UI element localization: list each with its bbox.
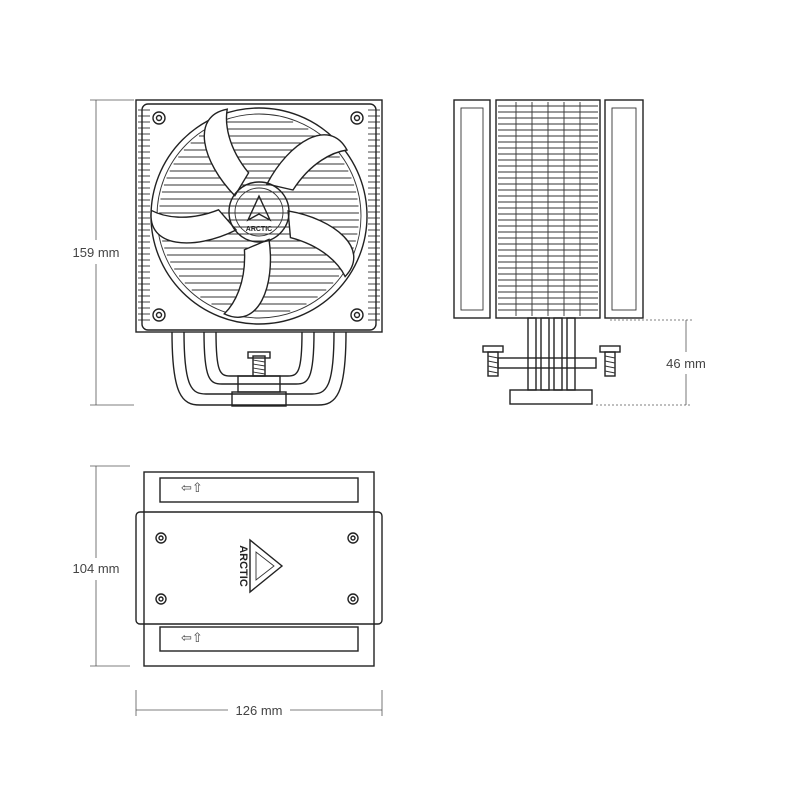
fan-blade <box>150 208 238 244</box>
top-cover-screws <box>155 532 359 605</box>
top-arctic-logo-icon: ARCTIC <box>237 538 284 594</box>
fan-hub-inner <box>234 187 284 237</box>
fan-corner-holes <box>152 111 364 322</box>
base-height-label: 46 mm <box>666 356 706 371</box>
side-base-plate <box>497 357 597 369</box>
side-mount-screw-left <box>482 345 504 377</box>
fan-blade <box>287 210 355 278</box>
fan-blade <box>265 134 349 191</box>
arctic-logo-icon: ARCTIC <box>246 194 272 233</box>
fan-blade <box>203 108 250 197</box>
side-mount-screw-right <box>599 345 621 377</box>
side-heat-pipes <box>527 317 576 391</box>
depth-label: 104 mm <box>73 561 120 576</box>
front-view: ARCTIC <box>135 99 383 407</box>
width-label: 126 mm <box>236 703 283 718</box>
fan-hub <box>228 181 290 243</box>
top-view: ⇦⇧ ⇦⇧ ARCTIC <box>135 471 383 667</box>
top-fan-clip-upper <box>159 477 359 503</box>
side-view <box>453 99 644 405</box>
side-contact-base <box>509 389 593 405</box>
top-cover-plate <box>135 511 383 625</box>
side-fan-left-inner <box>460 107 484 311</box>
height-label: 159 mm <box>73 245 120 260</box>
side-fan-right <box>604 99 644 319</box>
front-heatsink-frame <box>135 99 383 333</box>
hub-logo-text: ARCTIC <box>246 226 272 233</box>
top-outline <box>143 471 375 667</box>
side-fins <box>498 102 598 316</box>
side-fan-right-inner <box>611 107 637 311</box>
front-heatsink-fins <box>138 109 380 321</box>
dimension-height: 159 mm <box>73 99 134 406</box>
front-heat-pipes <box>171 331 347 406</box>
dimension-width: 126 mm <box>135 690 383 718</box>
top-logo-text: ARCTIC <box>237 545 249 587</box>
dimension-depth: 104 mm <box>73 465 130 667</box>
fan-blades <box>150 108 355 318</box>
side-fan-left <box>453 99 491 319</box>
top-arrow-label-upper: ⇦⇧ <box>181 480 203 495</box>
top-fan-clip-lower <box>159 626 359 652</box>
front-mount-bracket <box>231 351 287 407</box>
fan-blade <box>223 238 272 318</box>
top-arrow-label-lower: ⇦⇧ <box>181 630 203 645</box>
dimension-base-height: 46 mm <box>596 319 706 406</box>
fan-frame <box>141 103 377 331</box>
